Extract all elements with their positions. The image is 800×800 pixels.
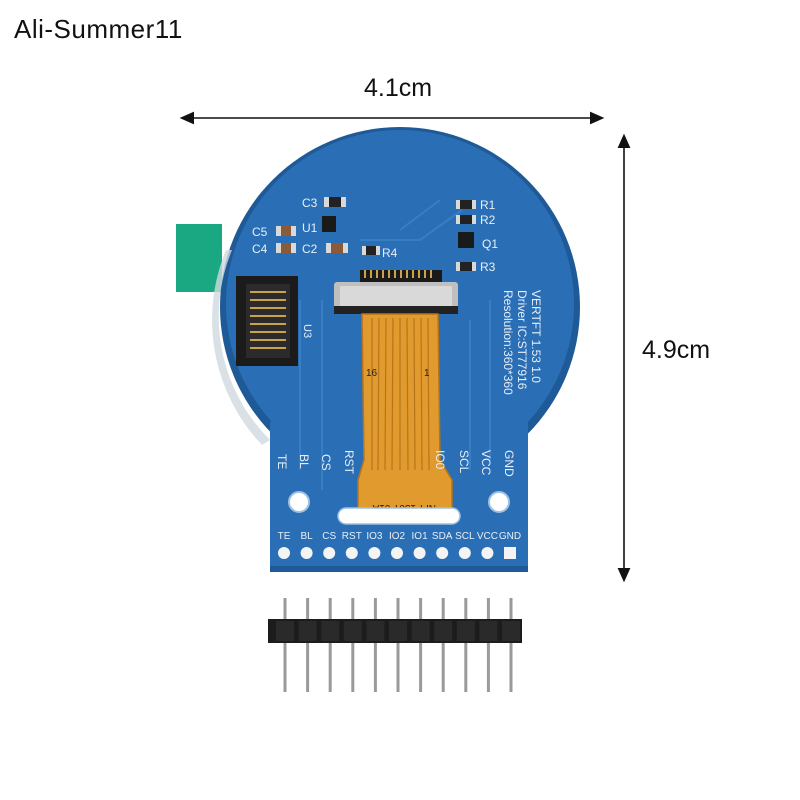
header-pin	[396, 598, 400, 692]
upper-pin-bl: BL	[297, 454, 311, 469]
header-label-bl: BL	[300, 531, 313, 542]
header-pad	[436, 547, 449, 559]
header-pin	[486, 598, 490, 692]
header-pin	[441, 598, 445, 692]
header-segment	[411, 621, 430, 641]
flex-ribbon-cable	[357, 313, 453, 521]
header-pad	[413, 547, 426, 559]
label-c5: C5	[252, 225, 268, 239]
upper-pin-io0: IO0	[433, 450, 447, 470]
header-pad	[345, 547, 358, 559]
header-segment	[298, 621, 317, 641]
mounting-hole-right	[488, 491, 510, 513]
header-segment	[479, 621, 498, 641]
pcb-traces	[299, 199, 491, 490]
header-pad	[504, 547, 516, 559]
fpc-connector-u3	[236, 276, 298, 366]
label-r2: R2	[480, 213, 496, 227]
label-c2: C2	[302, 242, 318, 256]
upper-pin-te: TE	[275, 454, 289, 469]
header-pad	[391, 547, 403, 559]
header-segment	[389, 621, 407, 641]
header-pin	[306, 598, 310, 692]
header-segment	[343, 621, 362, 641]
protective-film-tab	[176, 224, 222, 292]
upper-pin-rst: RST	[342, 450, 356, 475]
header-pad	[278, 547, 290, 559]
label-u3: U3	[301, 324, 313, 338]
label-q1: Q1	[482, 237, 498, 251]
header-pin	[328, 598, 332, 692]
header-label-te: TE	[278, 531, 291, 542]
loose-pin-header	[268, 598, 522, 692]
header-pin	[419, 598, 423, 692]
label-r3: R3	[480, 260, 496, 274]
header-pin	[283, 598, 287, 692]
fpc-connector-main	[334, 270, 458, 314]
header-segment	[276, 621, 294, 641]
header-pin	[509, 598, 513, 692]
header-label-rst: RST	[342, 531, 362, 542]
label-r4: R4	[382, 246, 398, 260]
label-c4: C4	[252, 242, 268, 256]
header-pad	[323, 547, 336, 559]
upper-pin-gnd: GND	[502, 450, 516, 477]
label-c3: C3	[302, 196, 318, 210]
flex-pin-label-1: 1	[424, 368, 430, 379]
width-dimension-label: 4.1cm	[364, 74, 433, 102]
board-slot	[337, 507, 461, 525]
label-u1: U1	[302, 221, 318, 235]
label-r1: R1	[480, 198, 496, 212]
silk-driver-ic: Driver IC:ST77916	[515, 290, 529, 390]
header-pin	[373, 598, 377, 692]
header-label-io3: IO3	[366, 531, 383, 542]
header-segment	[321, 621, 340, 641]
header-label-io1: IO1	[412, 531, 429, 542]
silk-board-name: VERTFT 1.53 1.0	[529, 290, 543, 383]
header-pads	[278, 547, 516, 559]
header-pad	[368, 547, 381, 559]
header-segment	[366, 621, 385, 641]
header-segment	[456, 621, 475, 641]
upper-pin-labels: TE BL CS RST IO0 SCL VCC GND	[275, 450, 516, 477]
header-segment	[502, 621, 520, 641]
header-pad	[481, 547, 494, 559]
silk-resolution: Resolution:360*360	[501, 290, 515, 395]
mounting-hole-left	[288, 491, 310, 513]
header-segment	[434, 621, 453, 641]
flex-pin-label-16: 16	[366, 368, 378, 379]
smd-components-left	[276, 197, 380, 255]
header-pin	[464, 598, 468, 692]
watermark-text: Ali-Summer11	[14, 14, 183, 44]
header-label-io2: IO2	[389, 531, 406, 542]
header-label-cs: CS	[322, 531, 336, 542]
height-dimension-label: 4.9cm	[642, 336, 711, 364]
header-label-gnd: GND	[499, 531, 521, 542]
upper-pin-scl: SCL	[457, 450, 471, 474]
smd-components-right	[456, 200, 476, 271]
header-label-scl: SCL	[455, 531, 475, 542]
header-label-vcc: VCC	[477, 531, 498, 542]
header-label-sda: SDA	[432, 531, 453, 542]
header-pad	[300, 547, 313, 559]
upper-pin-vcc: VCC	[479, 450, 493, 476]
header-pad	[458, 547, 471, 559]
header-pin	[351, 598, 355, 692]
upper-pin-cs: CS	[319, 454, 333, 471]
